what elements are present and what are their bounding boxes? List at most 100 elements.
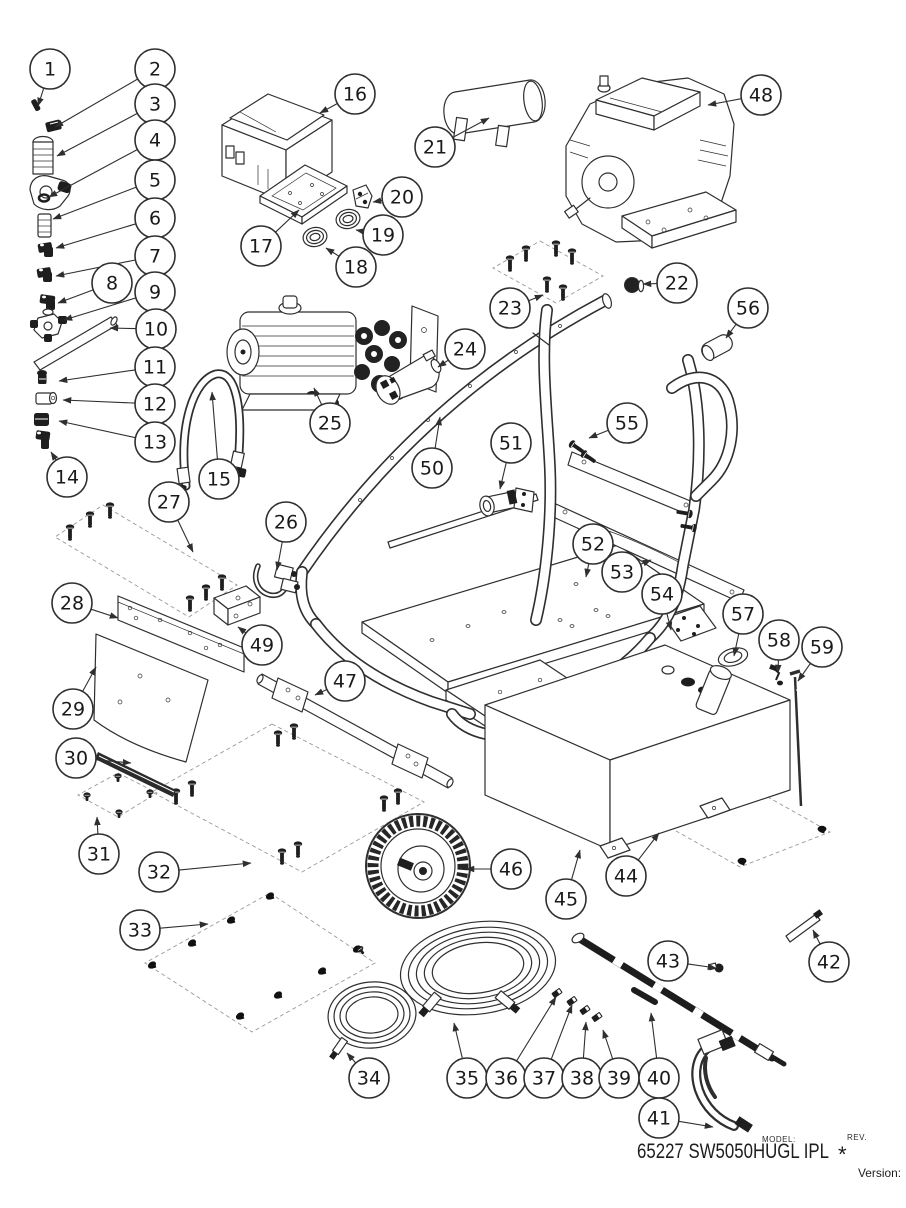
part-8-cross-fitting — [30, 308, 67, 342]
part-2-fitting — [45, 119, 62, 133]
part-51-gun-holder — [479, 487, 535, 517]
callout-53: 53 — [601, 551, 652, 593]
callout-39: 39 — [598, 1029, 640, 1099]
callout-54: 54 — [641, 573, 683, 631]
title-block: MODEL: 65227 SW5050HUGL IPL REV. * Versi… — [637, 1133, 901, 1180]
callout-19: 19 — [355, 214, 404, 256]
callout-49: 49 — [237, 624, 283, 666]
callout-48: 48 — [707, 74, 782, 116]
callout-34: 34 — [346, 1052, 390, 1099]
callout-52: 52 — [572, 523, 614, 578]
svg-text:16: 16 — [343, 84, 367, 106]
part-26-hook-clamp — [252, 563, 300, 599]
callout-55: 55 — [588, 402, 648, 444]
part-7-elbow-fitting — [36, 267, 52, 282]
svg-text:12: 12 — [143, 394, 167, 416]
callout-10: 10 — [109, 308, 177, 350]
svg-text:54: 54 — [650, 584, 674, 606]
part-22-handle-cap — [624, 277, 645, 293]
part-18-coil-spring — [302, 226, 328, 248]
svg-text:40: 40 — [647, 1068, 671, 1090]
callout-36: 36 — [485, 996, 557, 1099]
callout-37: 37 — [523, 1004, 573, 1099]
callout-46: 46 — [465, 848, 532, 890]
svg-text:24: 24 — [453, 339, 477, 361]
callout-35: 35 — [446, 1022, 488, 1099]
callout-20: 20 — [372, 176, 423, 218]
callout-30: 30 — [55, 737, 132, 779]
hardware-kit-27 — [54, 502, 238, 618]
part-39-nozzle — [590, 1011, 604, 1023]
callout-8: 8 — [57, 262, 133, 304]
callout-26: 26 — [265, 501, 307, 571]
svg-text:17: 17 — [249, 236, 273, 258]
callout-22: 22 — [642, 262, 698, 304]
callout-32: 32 — [138, 851, 252, 893]
svg-text:13: 13 — [143, 432, 167, 454]
part-49-angle-bracket — [213, 585, 261, 626]
part-42-cleaning-tool — [785, 909, 823, 943]
callout-24: 24 — [437, 328, 486, 370]
callout-33: 33 — [119, 909, 209, 951]
svg-text:45: 45 — [554, 889, 578, 911]
svg-text:49: 49 — [250, 635, 274, 657]
part-47-axle-bar — [256, 673, 454, 789]
callout-51: 51 — [490, 422, 532, 490]
svg-text:35: 35 — [455, 1068, 479, 1090]
svg-text:22: 22 — [665, 273, 689, 295]
callout-27: 27 — [148, 481, 194, 553]
callout-43: 43 — [647, 940, 717, 982]
callout-3: 3 — [56, 83, 176, 157]
callout-7: 7 — [55, 235, 176, 278]
hardware-kit-33 — [144, 889, 376, 1033]
callout-17: 17 — [240, 209, 300, 267]
part-19-coil-spring — [335, 208, 361, 230]
svg-text:30: 30 — [64, 748, 88, 770]
callout-5: 5 — [52, 159, 176, 220]
svg-text:20: 20 — [390, 187, 414, 209]
svg-text:52: 52 — [581, 534, 605, 556]
part-56-handle-grip — [701, 334, 733, 362]
callout-41: 41 — [638, 1097, 714, 1139]
callout-47: 47 — [314, 660, 366, 702]
part-9-elbow-fitting — [39, 294, 56, 310]
model-number: 65227 SW5050HUGL IPL — [637, 1140, 829, 1163]
part-28-mounting-plate — [117, 595, 245, 673]
callout-4: 4 — [48, 119, 176, 198]
part-57-filler-neck — [695, 647, 749, 715]
svg-text:47: 47 — [333, 671, 357, 693]
part-48-engine — [564, 75, 737, 249]
part-40-lance — [571, 932, 787, 1067]
part-21-muffler — [443, 79, 546, 148]
part-24-starter-motor — [375, 349, 442, 405]
svg-text:10: 10 — [144, 319, 168, 341]
svg-text:44: 44 — [614, 866, 638, 888]
hardware-kit-32 — [151, 723, 425, 873]
svg-text:46: 46 — [499, 859, 523, 881]
svg-text:38: 38 — [570, 1068, 594, 1090]
svg-text:7: 7 — [149, 246, 161, 268]
callout-44: 44 — [605, 832, 660, 897]
part-4-washer — [37, 193, 51, 203]
svg-text:27: 27 — [157, 492, 181, 514]
svg-text:18: 18 — [344, 257, 368, 279]
callout-50: 50 — [411, 416, 453, 489]
model-label: MODEL: — [762, 1135, 796, 1144]
svg-text:51: 51 — [499, 433, 523, 455]
svg-text:28: 28 — [60, 593, 84, 615]
part-59-dipstick — [789, 669, 803, 807]
rev-label: REV. — [847, 1133, 867, 1142]
svg-text:39: 39 — [607, 1068, 631, 1090]
part-34-hose-coil — [327, 981, 417, 1060]
svg-text:6: 6 — [149, 208, 161, 230]
callout-2: 2 — [54, 48, 176, 128]
svg-text:2: 2 — [149, 59, 161, 81]
svg-text:34: 34 — [357, 1068, 381, 1090]
part-30-trim-rod — [95, 752, 176, 797]
callout-57: 57 — [722, 593, 764, 657]
callout-38: 38 — [561, 1021, 603, 1099]
rev-value: * — [838, 1142, 847, 1167]
part-37-nozzle — [565, 995, 579, 1007]
callout-21: 21 — [414, 117, 490, 168]
